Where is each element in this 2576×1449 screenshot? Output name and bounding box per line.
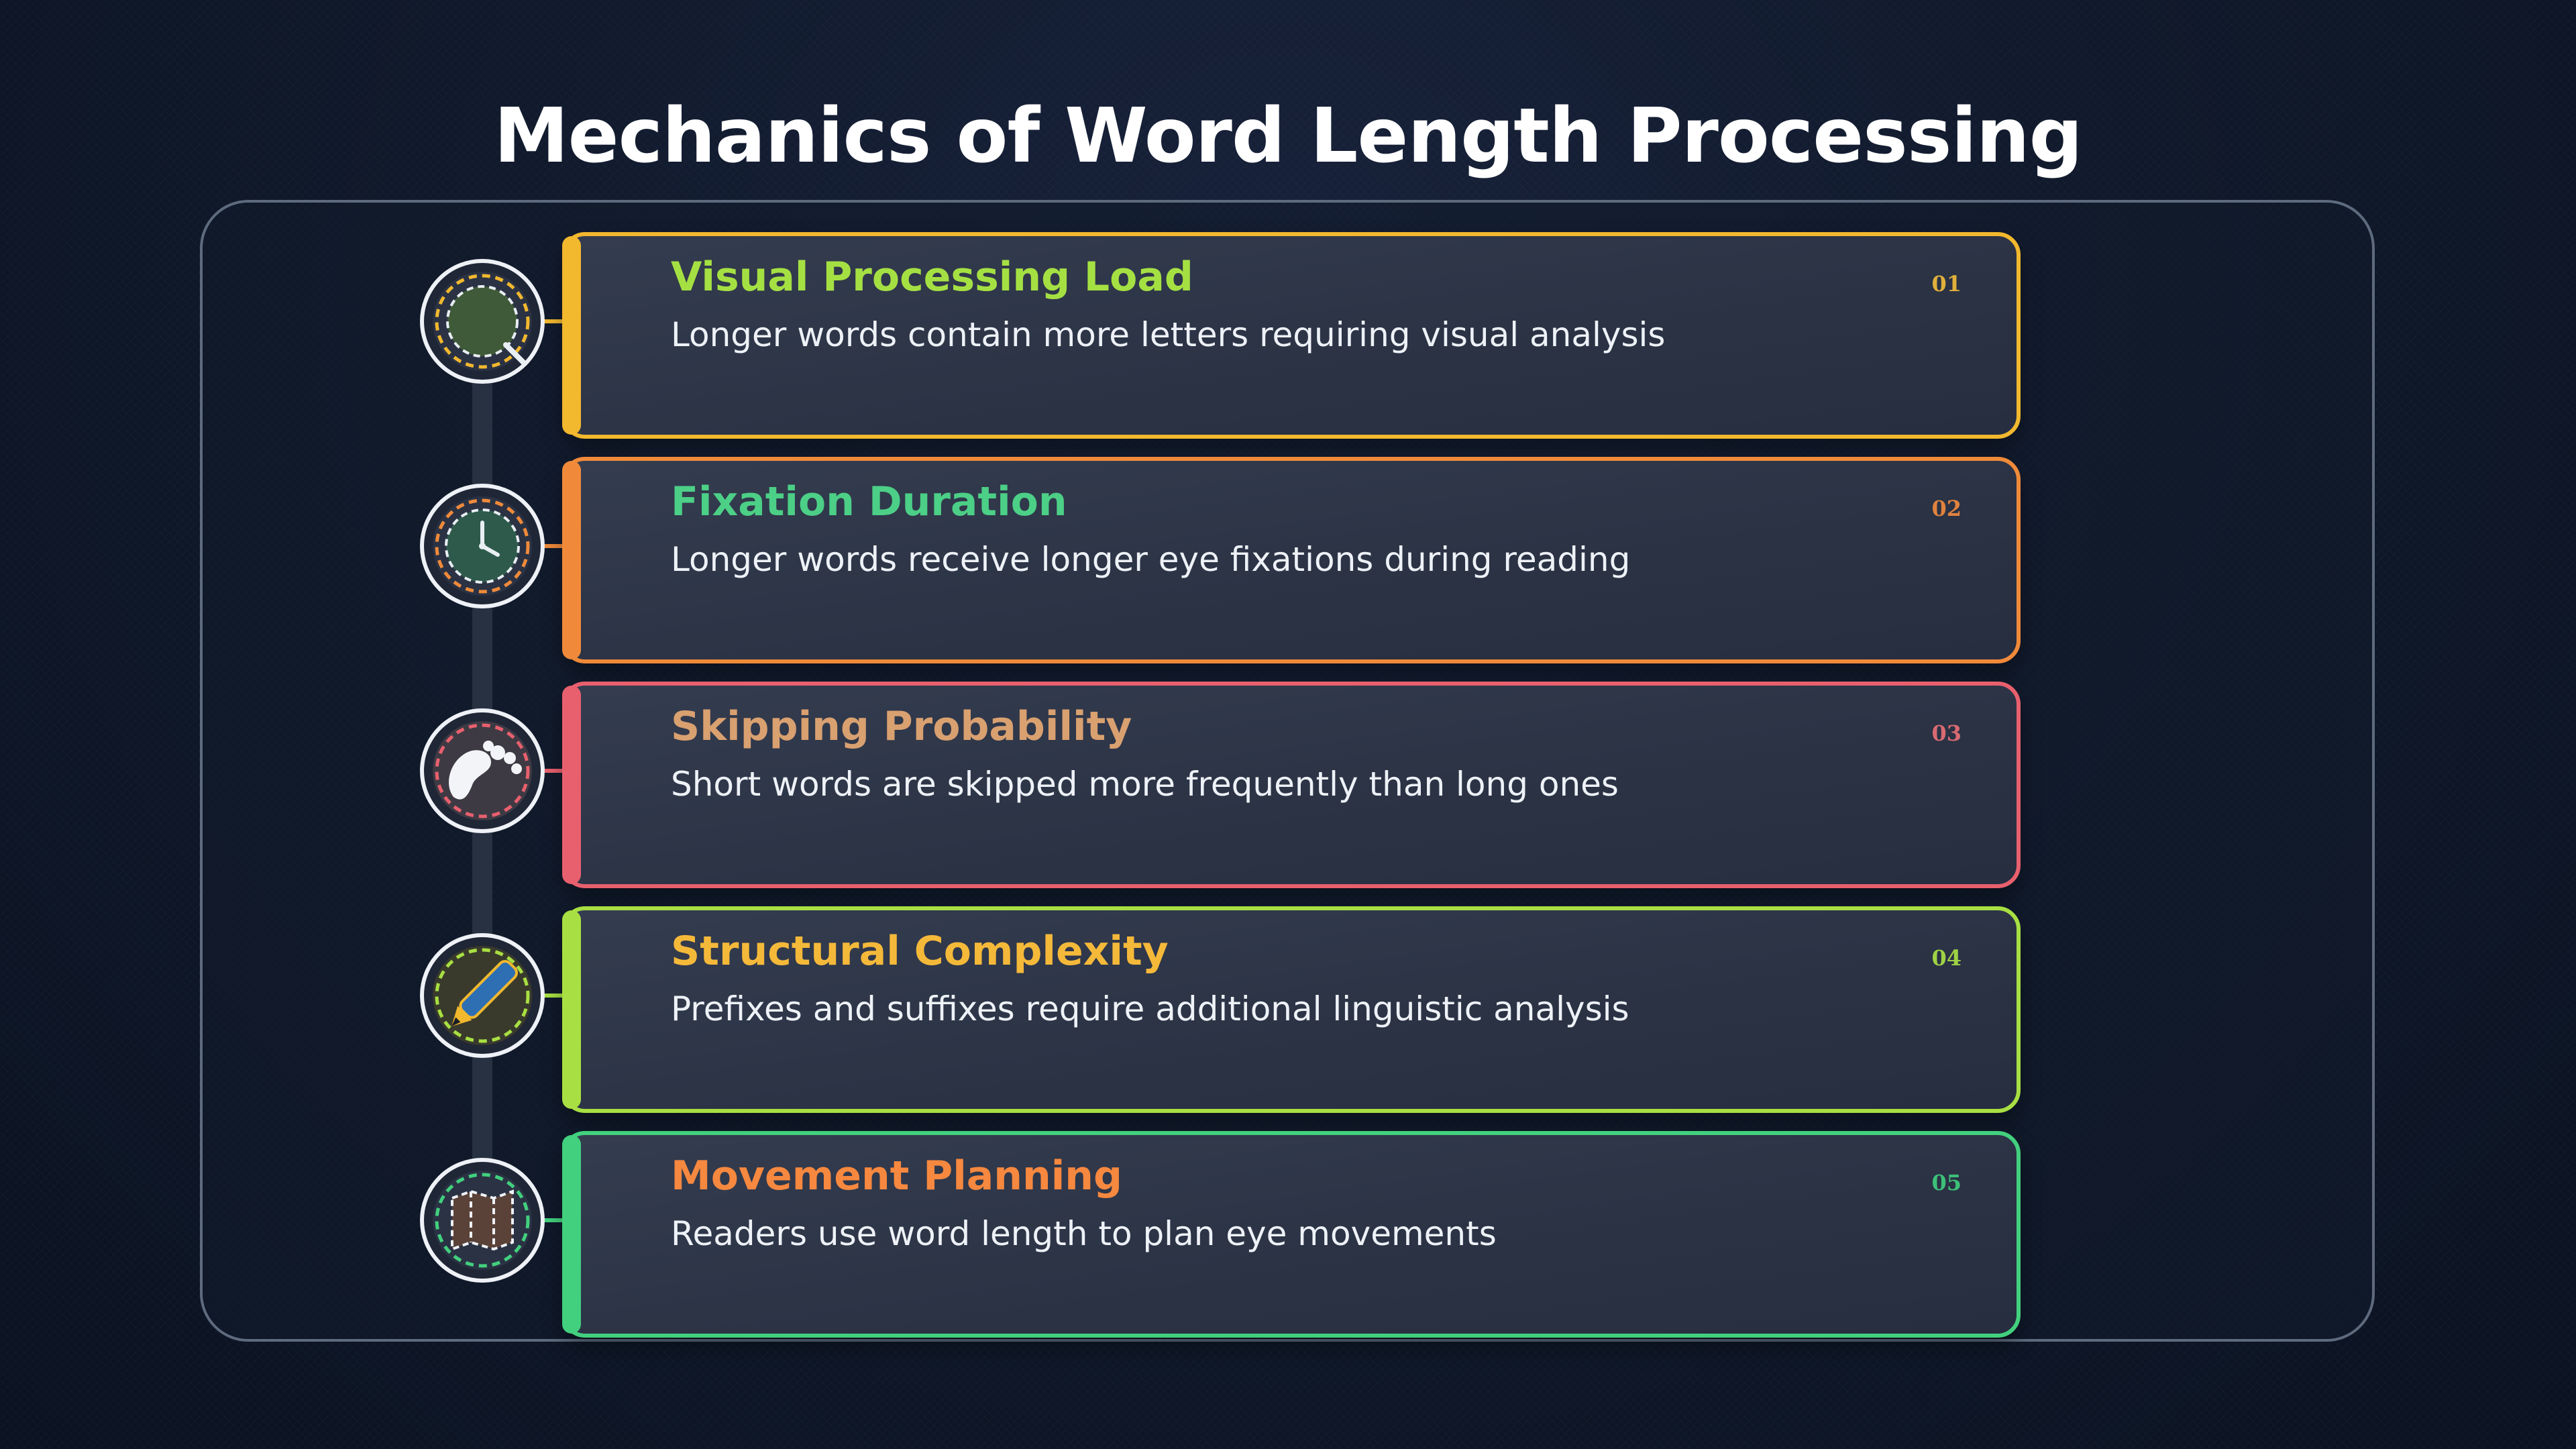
footprint-icon (433, 721, 532, 820)
step-connector (541, 769, 568, 773)
step-icon-5 (420, 1158, 545, 1283)
map-icon (433, 1171, 532, 1270)
step-icon-1 (420, 259, 545, 384)
step-number: 04 (1931, 945, 1962, 971)
step-number: 03 (1931, 720, 1962, 746)
step-description: Prefixes and suffixes require additional… (671, 989, 1629, 1028)
step-description: Longer words contain more letters requir… (671, 315, 1666, 354)
step-card-1: Visual Processing Load Longer words cont… (562, 232, 2021, 439)
step-card-5: Movement Planning Readers use word lengt… (562, 1131, 2021, 1338)
card-accent (562, 236, 581, 435)
step-card-2: Fixation Duration Longer words receive l… (562, 457, 2021, 663)
step-heading: Fixation Duration (671, 478, 1067, 525)
step-card-4: Structural Complexity Prefixes and suffi… (562, 906, 2021, 1113)
pen-icon (433, 946, 532, 1045)
step-heading: Visual Processing Load (671, 254, 1193, 301)
step-connector (541, 1218, 568, 1222)
step-connector (541, 994, 568, 998)
step-connector (541, 544, 568, 548)
card-accent (562, 461, 581, 659)
step-description: Longer words receive longer eye fixation… (671, 540, 1631, 579)
card-accent (562, 910, 581, 1109)
step-icon-4 (420, 933, 545, 1058)
step-description: Short words are skipped more frequently … (671, 765, 1619, 804)
step-icon-2 (420, 484, 545, 608)
step-heading: Structural Complexity (671, 928, 1169, 975)
step-number: 05 (1931, 1170, 1962, 1195)
step-heading: Skipping Probability (671, 703, 1132, 750)
step-card-3: Skipping Probability Short words are ski… (562, 682, 2021, 888)
card-accent (562, 1135, 581, 1334)
step-connector (541, 319, 568, 323)
step-number: 01 (1931, 271, 1962, 297)
clock-icon (433, 496, 532, 596)
step-icon-3 (420, 708, 545, 833)
magnifying-glass-icon (433, 272, 532, 371)
card-accent (562, 686, 581, 884)
step-number: 02 (1931, 496, 1962, 521)
step-description: Readers use word length to plan eye move… (671, 1214, 1497, 1253)
page-title: Mechanics of Word Length Processing (494, 93, 2083, 180)
step-heading: Movement Planning (671, 1152, 1122, 1199)
